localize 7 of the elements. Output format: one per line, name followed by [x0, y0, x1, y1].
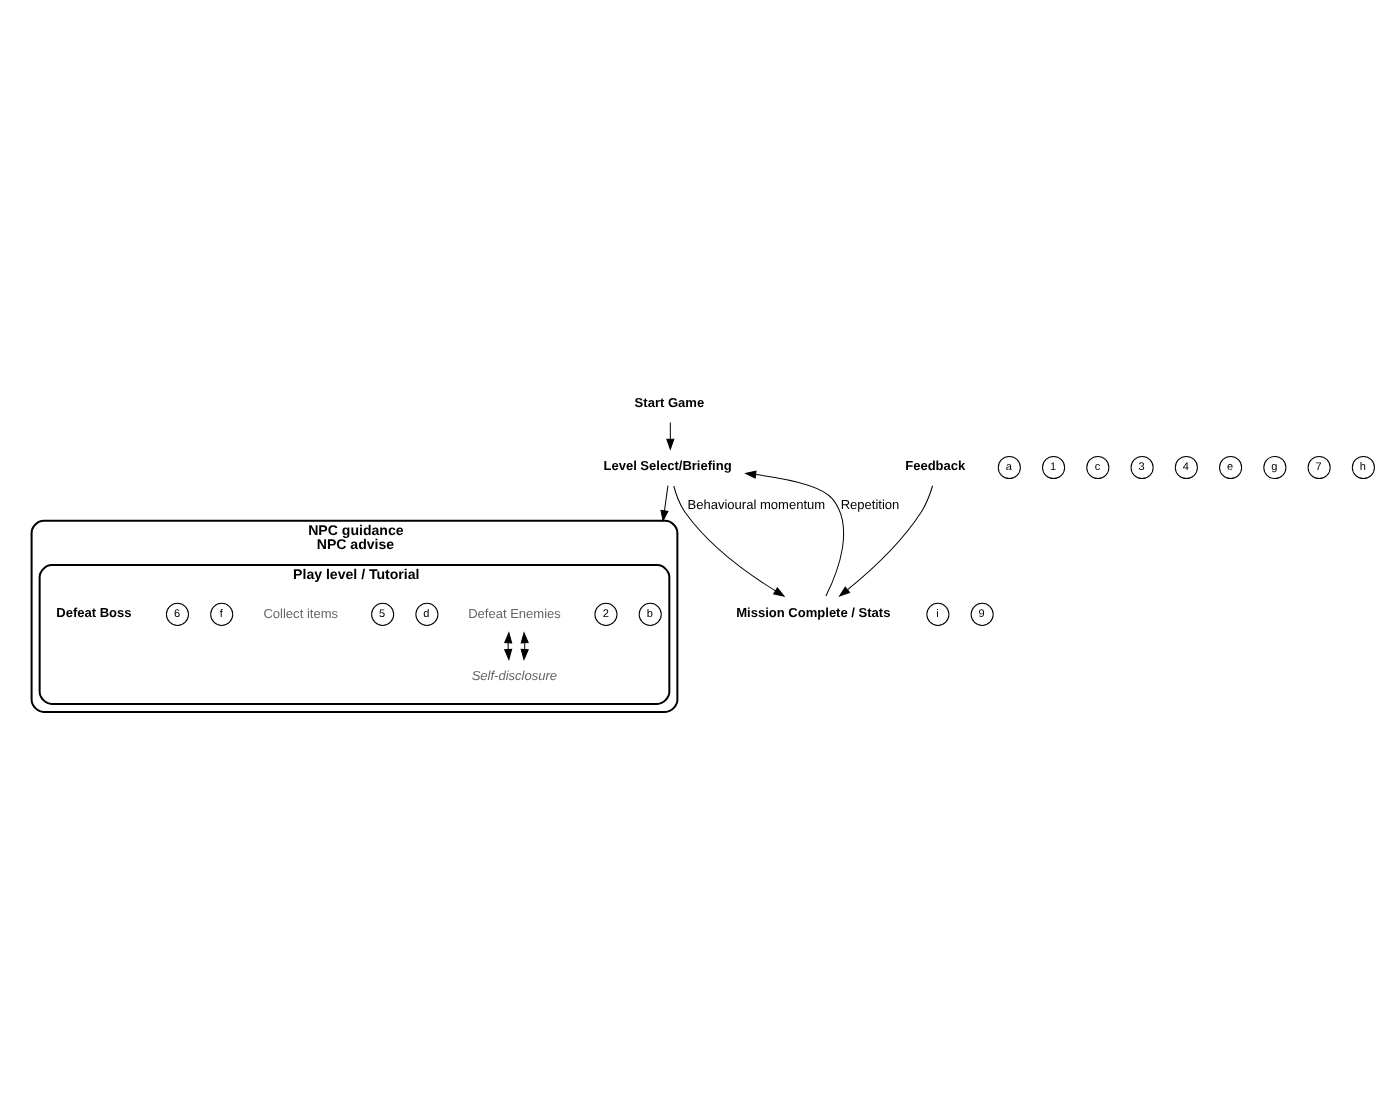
arrow	[660, 485, 669, 523]
arrow	[666, 422, 675, 451]
arrow	[520, 631, 529, 661]
arrow	[744, 470, 845, 597]
arrow	[838, 485, 934, 598]
arrow	[673, 485, 786, 597]
arrow	[503, 631, 513, 661]
